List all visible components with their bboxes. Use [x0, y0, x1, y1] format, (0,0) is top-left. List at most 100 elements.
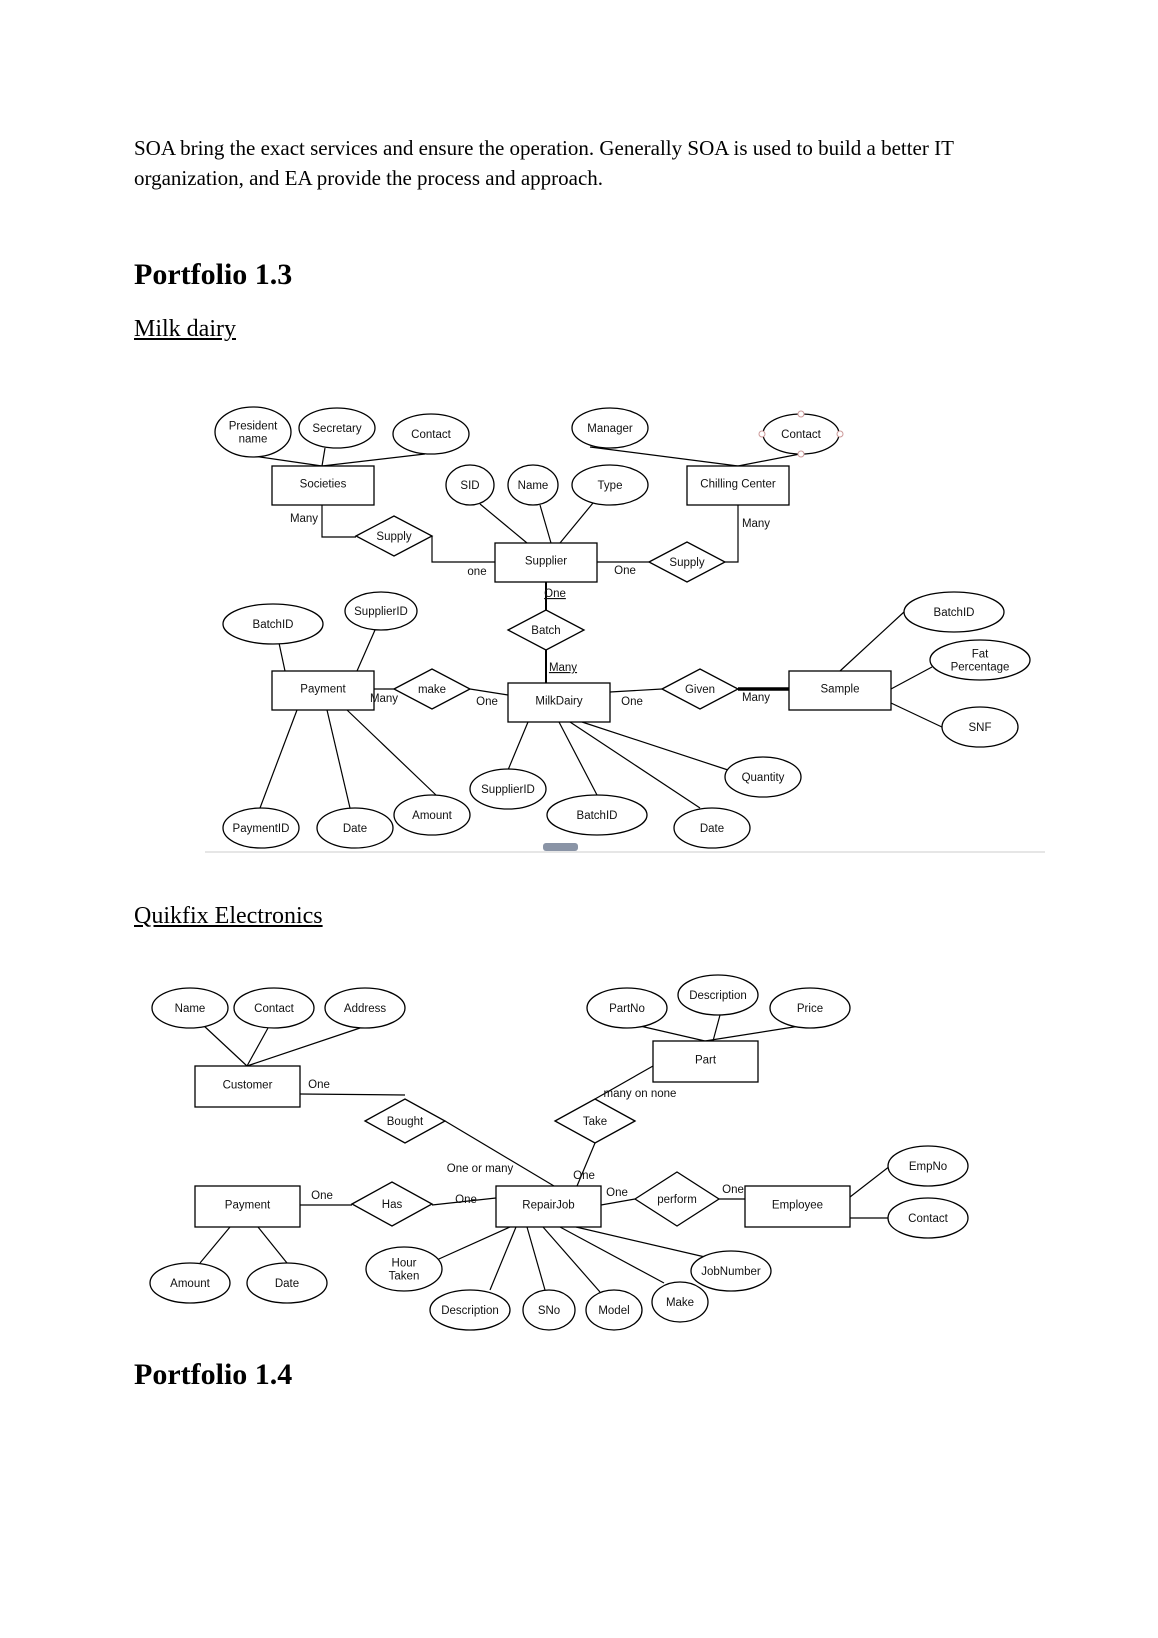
connector-line [321, 505, 356, 538]
attribute-label: Contact [411, 429, 451, 441]
connector-line [346, 709, 438, 797]
connector-line [559, 1226, 665, 1284]
selection-handle-icon [758, 430, 766, 438]
attribute-ellipse [149, 1262, 231, 1304]
connector-line [278, 642, 286, 672]
entity-box [271, 465, 375, 506]
relationship-label: Take [583, 1116, 607, 1128]
entity-box [744, 1185, 851, 1228]
relationship-label: Supply [669, 557, 704, 569]
relationship-diamond [354, 515, 434, 557]
attribute-ellipse [724, 756, 802, 798]
attribute-ellipse [316, 807, 394, 849]
entity-label: MilkDairy [535, 696, 583, 708]
connector-line [890, 666, 933, 690]
attribute-label: BatchID [577, 810, 618, 822]
attribute-ellipse [246, 1262, 328, 1304]
attribute-ellipse [673, 807, 751, 849]
entity-label: Customer [223, 1080, 273, 1092]
relationship-label: Supply [376, 531, 411, 543]
attribute-label: President [229, 421, 278, 433]
entity-label: RepairJob [522, 1200, 574, 1212]
connector-line [469, 688, 509, 696]
attribute-ellipse [344, 591, 418, 631]
attribute-label: Percentage [951, 662, 1010, 674]
entity-box [507, 682, 611, 723]
connector-line [259, 709, 298, 809]
attribute-ellipse [522, 1289, 576, 1331]
attribute-label: Amount [170, 1278, 210, 1290]
connector-line [507, 721, 529, 771]
attribute-ellipse [586, 987, 668, 1029]
relationship-label: Given [685, 684, 715, 696]
connector-line [890, 702, 945, 729]
attribute-ellipse [903, 591, 1005, 633]
relationship-diamond [660, 668, 740, 710]
relationship-diamond [553, 1098, 637, 1144]
attribute-ellipse [151, 987, 229, 1029]
attribute-ellipse [769, 987, 851, 1029]
connector-line [849, 1165, 891, 1198]
cardinality-label: One [476, 696, 498, 708]
relationship-label: Has [382, 1199, 403, 1211]
connector-line [639, 1025, 706, 1042]
connector-line [526, 1226, 546, 1291]
connector-line [725, 505, 739, 563]
relationship-diamond [506, 609, 586, 651]
attribute-ellipse [929, 639, 1031, 681]
attribute-ellipse [690, 1250, 772, 1292]
cardinality-label: One [544, 588, 566, 600]
body-paragraph: SOA bring the exact services and ensure … [134, 136, 954, 190]
connector-line [257, 1226, 288, 1264]
cardinality-label: many on none [604, 1088, 677, 1100]
attribute-label: SNo [538, 1305, 560, 1317]
attribute-ellipse [429, 1289, 511, 1331]
attribute-label: Date [700, 823, 724, 835]
entity-box [194, 1185, 301, 1228]
attribute-label: Hour [392, 1258, 417, 1270]
attribute-ellipse [585, 1289, 643, 1331]
connector-line [356, 629, 376, 672]
connector-line [444, 1120, 555, 1187]
attribute-label: Amount [412, 810, 452, 822]
entity-box [494, 542, 598, 583]
entity-label: Sample [821, 684, 860, 696]
connector-line [202, 1024, 248, 1067]
connector-line [299, 1093, 406, 1096]
attribute-ellipse [887, 1145, 969, 1187]
attribute-label: Fat [972, 649, 989, 661]
attribute-label: PaymentID [233, 823, 290, 835]
connector-line [589, 446, 739, 467]
relationship-diamond [363, 1098, 447, 1144]
cardinality-label: One [621, 696, 643, 708]
connector-line [321, 447, 326, 467]
attribute-ellipse [222, 807, 300, 849]
attribute-label: Date [275, 1278, 299, 1290]
connector-line [479, 503, 528, 544]
relationship-diamond [350, 1181, 434, 1227]
entity-label: Part [695, 1055, 717, 1067]
selection-handle-icon [797, 450, 805, 458]
cardinality-label: One [722, 1184, 744, 1196]
attribute-label: Model [598, 1305, 629, 1317]
attribute-label: PartNo [609, 1003, 645, 1015]
attribute-ellipse [571, 407, 649, 449]
attribute-label: Type [598, 480, 623, 492]
attribute-label: Address [344, 1003, 386, 1015]
attribute-label: BatchID [934, 607, 975, 619]
cardinality-label: Many [742, 692, 770, 704]
connector-line [431, 536, 495, 563]
attribute-ellipse [571, 464, 649, 506]
connector-line [575, 1226, 706, 1258]
entity-box [495, 1185, 602, 1228]
attribute-ellipse [214, 406, 292, 458]
entity-box [194, 1065, 301, 1108]
cardinality-label: One or many [447, 1163, 514, 1175]
relationship-label: perform [657, 1194, 697, 1206]
attribute-ellipse [393, 794, 471, 836]
attribute-label: BatchID [253, 619, 294, 631]
attribute-label: Contact [254, 1003, 294, 1015]
cardinality-label: One [606, 1187, 628, 1199]
connector-line [704, 1025, 801, 1042]
